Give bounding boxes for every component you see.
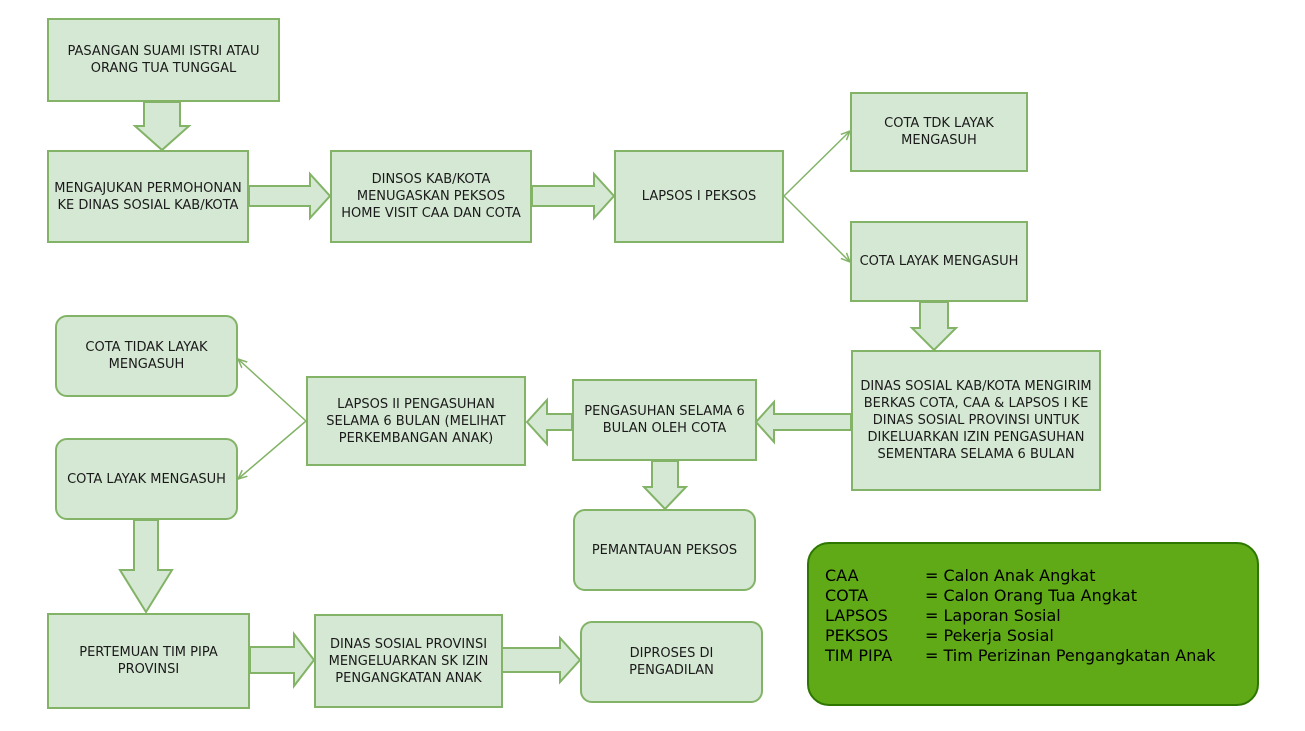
legend-term: LAPSOS (825, 606, 888, 625)
node-court-label: DIPROSES DI PENGADILAN (629, 646, 714, 678)
arrow-n6-to-n7 (909, 301, 959, 352)
arrow-n8-to-n9 (641, 460, 689, 511)
legend-box: CAA = Calon Anak Angkat COTA = Calon Ora… (807, 542, 1259, 706)
node-lapsos-1-label: LAPSOS I PEKSOS (641, 189, 757, 204)
arrow-n2-to-n3 (248, 171, 332, 221)
legend-definition: = Calon Orang Tua Angkat (925, 586, 1137, 605)
node-applicant: PASANGAN SUAMI ISTRI ATAU ORANG TUA TUNG… (47, 18, 280, 102)
legend-term: COTA (825, 586, 869, 605)
node-cota-not-eligible-final-label: COTA TIDAK LAYAK MENGASUH (85, 340, 208, 372)
node-monitoring-label: PEMANTAUAN PEKSOS (591, 542, 738, 558)
node-cota-not-eligible: COTA TDK LAYAK MENGASUH (850, 92, 1028, 172)
node-sk-issued-label: DINAS SOSIAL PROVINSI MENGELUARKAN SK IZ… (328, 636, 489, 686)
legend-definition: = Calon Anak Angkat (925, 566, 1096, 585)
node-cota-not-eligible-label: COTA TDK LAYAK MENGASUH (884, 116, 994, 148)
node-lapsos-2: LAPSOS II PENGASUHAN SELAMA 6 BULAN (MEL… (306, 376, 526, 466)
legend-row-cota: COTA = Calon Orang Tua Angkat (825, 586, 1257, 606)
arrow-n8-to-n10 (525, 397, 573, 447)
arrow-n14-to-n15 (501, 635, 582, 685)
legend-row-lapsos: LAPSOS = Laporan Sosial (825, 606, 1257, 626)
node-dinsos-assign-label: DINSOS KAB/KOTA MENUGASKAN PEKSOS HOME V… (341, 172, 521, 221)
legend-term: TIM PIPA (825, 646, 893, 665)
node-monitoring: PEMANTAUAN PEKSOS (573, 509, 756, 591)
legend-row-peksos: PEKSOS = Pekerja Sosial (825, 626, 1257, 646)
node-cota-eligible: COTA LAYAK MENGASUH (850, 221, 1028, 302)
line-n10-to-n11 (238, 359, 307, 422)
node-lapsos-2-label: LAPSOS II PENGASUHAN SELAMA 6 BULAN (MEL… (326, 396, 506, 446)
node-pipa-meeting: PERTEMUAN TIM PIPA PROVINSI (47, 613, 250, 709)
node-pipa-meeting-label: PERTEMUAN TIM PIPA PROVINSI (79, 645, 218, 677)
node-foster-care: PENGASUHAN SELAMA 6 BULAN OLEH COTA (572, 379, 757, 461)
node-dinsos-assign: DINSOS KAB/KOTA MENUGASKAN PEKSOS HOME V… (330, 150, 532, 243)
line-n10-to-n12 (238, 420, 307, 479)
arrow-n1-to-n2 (132, 101, 192, 152)
legend-row-tim-pipa: TIM PIPA = Tim Perizinan Pengangkatan An… (825, 646, 1257, 666)
node-cota-eligible-final: COTA LAYAK MENGASUH (55, 438, 238, 520)
node-lapsos-1: LAPSOS I PEKSOS (614, 150, 784, 243)
node-send-documents-label: DINAS SOSIAL KAB/KOTA MENGIRIM BERKAS CO… (860, 379, 1092, 462)
line-n4-to-n5 (783, 131, 850, 197)
node-cota-not-eligible-final: COTA TIDAK LAYAK MENGASUH (55, 315, 238, 397)
legend-term: CAA (825, 566, 859, 585)
node-court: DIPROSES DI PENGADILAN (580, 621, 763, 703)
node-cota-eligible-final-label: COTA LAYAK MENGASUH (67, 471, 226, 487)
node-submit-application: MENGAJUKAN PERMOHONAN KE DINAS SOSIAL KA… (47, 150, 249, 243)
arrow-n3-to-n4 (531, 171, 616, 221)
arrow-n12-to-n13 (118, 519, 174, 614)
node-applicant-label: PASANGAN SUAMI ISTRI ATAU ORANG TUA TUNG… (67, 44, 260, 76)
node-foster-care-label: PENGASUHAN SELAMA 6 BULAN OLEH COTA (584, 404, 745, 436)
node-cota-eligible-label: COTA LAYAK MENGASUH (859, 254, 1019, 269)
legend-definition: = Tim Perizinan Pengangkatan Anak (925, 646, 1216, 665)
line-n4-to-n6 (783, 195, 850, 262)
legend-definition: = Pekerja Sosial (925, 626, 1054, 645)
legend-term: PEKSOS (825, 626, 889, 645)
node-sk-issued: DINAS SOSIAL PROVINSI MENGELUARKAN SK IZ… (314, 614, 503, 708)
arrow-n13-to-n14 (249, 631, 316, 689)
node-submit-application-label: MENGAJUKAN PERMOHONAN KE DINAS SOSIAL KA… (54, 180, 242, 213)
node-send-documents: DINAS SOSIAL KAB/KOTA MENGIRIM BERKAS CO… (851, 350, 1101, 491)
legend-row-caa: CAA = Calon Anak Angkat (825, 566, 1257, 586)
legend-definition: = Laporan Sosial (925, 606, 1061, 625)
arrow-n7-to-n8 (754, 399, 852, 445)
